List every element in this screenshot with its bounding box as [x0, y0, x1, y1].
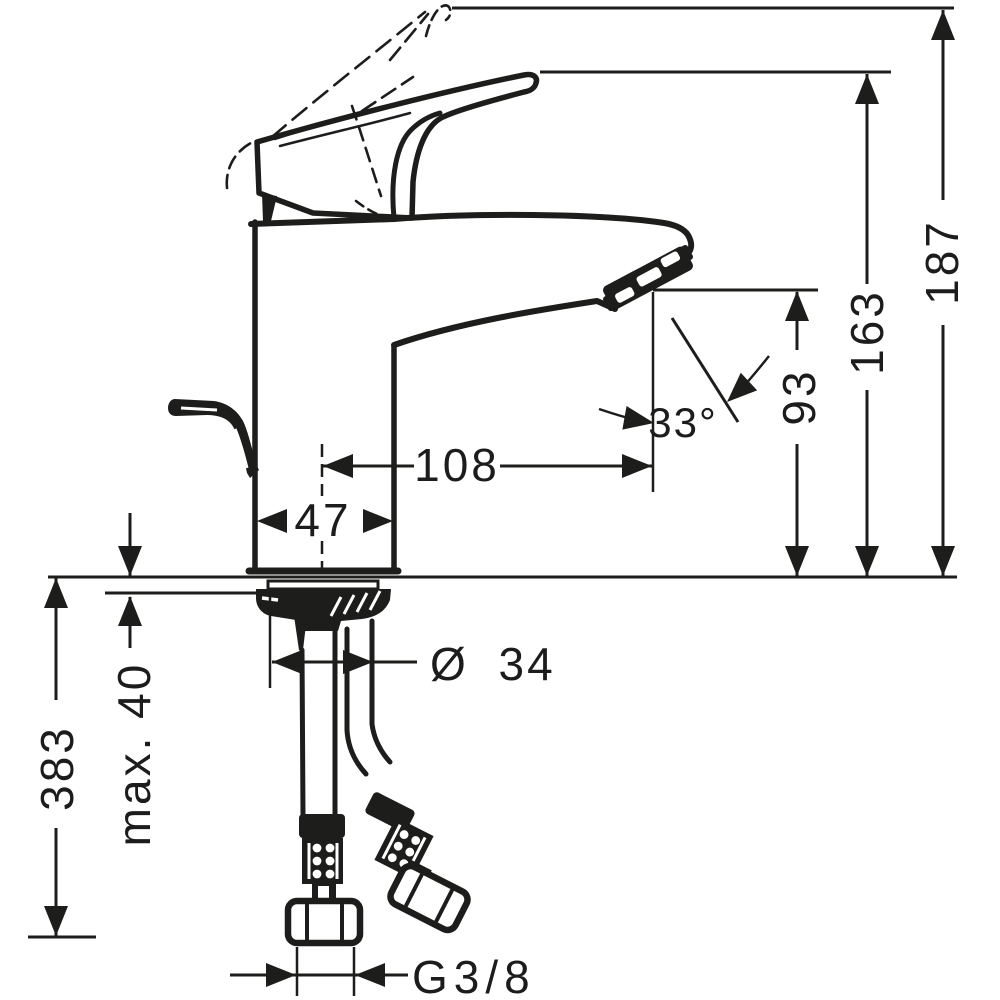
dim-label-93: 93 — [773, 368, 825, 425]
dashed-handle-top-edge — [360, 75, 415, 113]
hose-neck-slot — [318, 886, 329, 900]
pop-up-lever — [168, 399, 259, 478]
spray-direction-line — [670, 317, 740, 423]
dimension-body-width: 47 — [257, 494, 393, 546]
mounting-hardware — [256, 579, 391, 650]
dashed-handle-top-edge-2 — [388, 12, 430, 62]
arrow-inward-right — [266, 963, 296, 987]
dimension-connection-thread: G3/8 — [230, 947, 536, 1000]
aerator-slot — [660, 251, 681, 268]
dimension-spout-reach: 108 — [323, 439, 652, 491]
handle-outline — [254, 71, 540, 221]
hose-collar — [299, 814, 345, 838]
arrow-down — [44, 906, 68, 936]
dashed-handle-back-edge — [270, 10, 427, 139]
handle-raised-dashed — [225, 4, 452, 220]
arrow-right — [622, 454, 652, 478]
mounting-hatch — [329, 590, 382, 617]
mounting-flange — [266, 579, 380, 591]
aerator-end-step-right — [676, 244, 693, 263]
arrow-up — [785, 291, 809, 321]
handle-edge-line — [273, 78, 499, 141]
dimension-handle-height: 163 — [841, 74, 893, 577]
arrow-up — [44, 578, 68, 608]
aerator-slot — [615, 287, 635, 303]
aerator — [603, 244, 693, 312]
dimension-total-height: 187 — [916, 10, 968, 577]
shank-taper — [294, 616, 307, 650]
arrow-left — [257, 509, 287, 533]
dimension-spray-angle: 33° — [598, 317, 770, 446]
reference-lines — [28, 6, 957, 939]
dimension-spout-height: 93 — [773, 291, 825, 577]
dashed-handle-back-arc — [225, 139, 257, 190]
hose-left-wall — [344, 626, 369, 777]
dimension-mounting-depth: max. 40 — [108, 513, 160, 846]
arrow-left — [272, 650, 302, 674]
dim-label-187: 187 — [916, 219, 968, 305]
hose-nut — [284, 897, 364, 947]
hose-right-wall — [369, 618, 393, 765]
dim-label-o34: Ø 34 — [430, 638, 556, 690]
arrow-right — [343, 650, 373, 674]
dimension-hose-length: 383 — [31, 578, 83, 936]
arrow-right — [363, 509, 393, 533]
dim-label-max40: max. 40 — [108, 662, 160, 847]
arrow-inward-left — [355, 963, 385, 987]
faucet-body-and-spout — [245, 211, 695, 575]
handle-pivot — [262, 194, 277, 221]
aerator-end-step-left — [603, 293, 620, 312]
dim-label-47: 47 — [294, 494, 351, 546]
arrow-at-vertical — [622, 405, 654, 430]
dashed-handle-base-arc — [354, 199, 389, 220]
dashed-handle-tip — [424, 4, 452, 38]
crimp-slots — [307, 843, 339, 879]
dim-label-108: 108 — [414, 439, 500, 491]
dashed-handle-front-arc — [350, 104, 383, 198]
dimension-shank-diameter: Ø 34 — [268, 597, 556, 690]
arrow-up — [931, 10, 955, 40]
arrow-at-diagonal — [727, 372, 758, 402]
lever-slot-2 — [233, 428, 249, 469]
supply-hose-right — [344, 618, 471, 934]
dim-label-163: 163 — [841, 289, 893, 375]
crimp-rings — [312, 843, 335, 879]
arrow-left — [323, 454, 353, 478]
dim-label-33deg: 33° — [648, 399, 718, 446]
faucet-handle — [254, 71, 540, 221]
arrow-up — [855, 74, 879, 104]
hose-nut-facets — [305, 903, 344, 941]
hose-left-wall — [299, 647, 306, 819]
lever-slot — [180, 406, 218, 412]
body-top-and-spout-top — [248, 211, 695, 255]
arrow-down — [931, 546, 955, 576]
mounting-nut — [256, 589, 391, 631]
lever-body — [168, 399, 259, 478]
arrow-down — [785, 546, 809, 576]
dim-label-g38: G3/8 — [412, 951, 536, 1000]
arrow-down — [118, 546, 142, 576]
handle-neck-front — [390, 110, 443, 221]
aerator-slot — [636, 267, 662, 287]
arrow-up — [118, 596, 142, 626]
hose-nut — [387, 862, 471, 934]
dim-label-383: 383 — [31, 725, 83, 811]
arrow-down — [855, 546, 879, 576]
spout-underside — [391, 298, 618, 348]
handle-edge-line-2 — [278, 111, 412, 148]
